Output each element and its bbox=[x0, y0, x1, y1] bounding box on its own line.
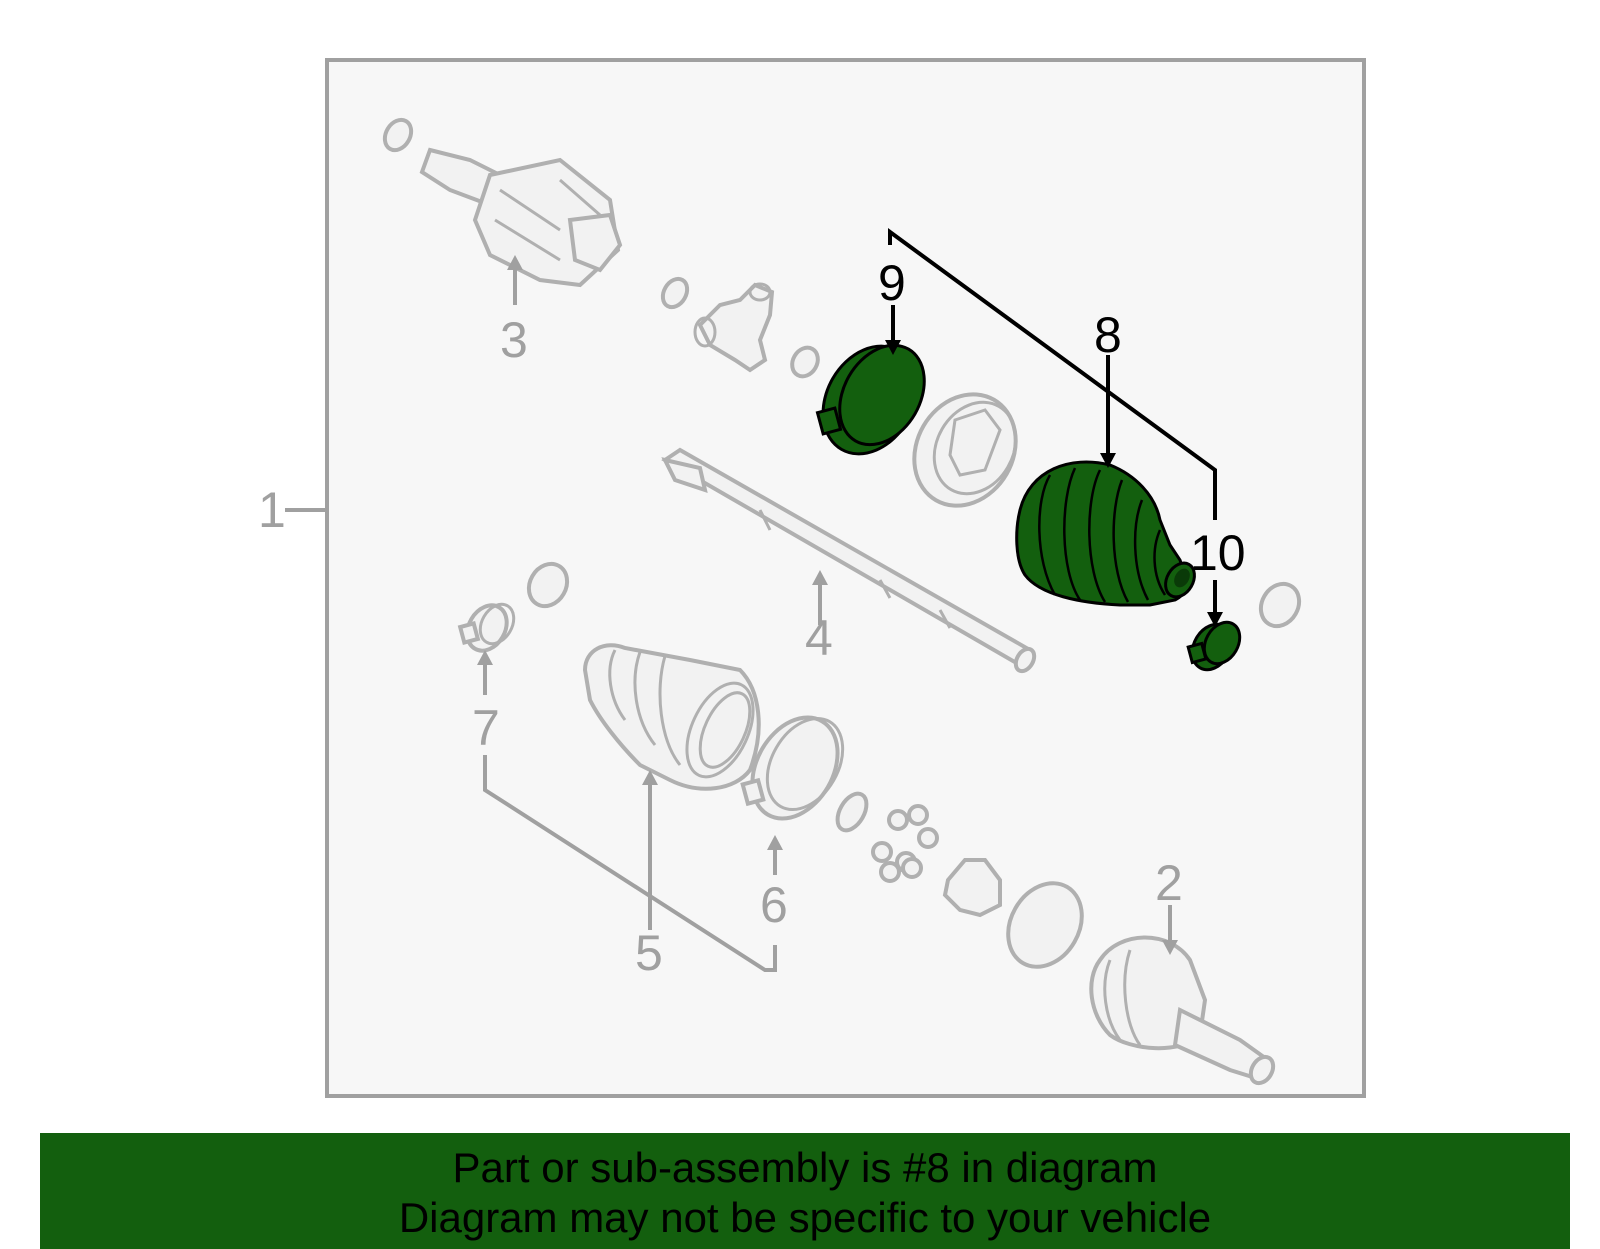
small-ring-b bbox=[790, 345, 820, 379]
callout-2-arrow bbox=[1162, 940, 1178, 955]
inner-joint-cup bbox=[912, 392, 1018, 508]
callout-6-arrow bbox=[767, 835, 783, 850]
part-4-axle-shaft bbox=[661, 447, 1037, 674]
part-6-clamp bbox=[740, 715, 845, 821]
ring-right bbox=[1258, 581, 1302, 629]
callout-5-arrow bbox=[642, 770, 658, 785]
bracket-7-5-6 bbox=[483, 755, 777, 972]
callout-10-label: 10 bbox=[1190, 525, 1246, 581]
callout-8-arrow bbox=[1100, 453, 1116, 468]
bracket-9-8-10 bbox=[888, 228, 1217, 520]
bearing-cage bbox=[1006, 881, 1084, 969]
part-7-ring bbox=[526, 561, 570, 609]
callout-9-arrow bbox=[885, 340, 901, 355]
banner-line-1: Part or sub-assembly is #8 in diagram bbox=[452, 1144, 1158, 1191]
ball-bearings bbox=[871, 804, 939, 883]
callout-6-label: 6 bbox=[760, 877, 788, 933]
callout-3-label: 3 bbox=[500, 312, 528, 368]
callout-2-label: 2 bbox=[1155, 855, 1183, 911]
callout-8-label: 8 bbox=[1094, 307, 1122, 363]
part-9-clamp[interactable] bbox=[804, 329, 941, 471]
callout-3-arrow bbox=[507, 255, 523, 270]
part-3-inner-joint bbox=[382, 117, 623, 288]
info-banner: Part or sub-assembly is #8 in diagram Di… bbox=[40, 1133, 1570, 1249]
callout-9-label: 9 bbox=[878, 255, 906, 311]
callout-7-label: 7 bbox=[472, 700, 500, 756]
part-7-clamp bbox=[457, 602, 516, 653]
part-8-boot[interactable] bbox=[1015, 460, 1201, 607]
part-2-outer-joint bbox=[1089, 935, 1276, 1086]
callout-4-label: 4 bbox=[805, 610, 833, 666]
part-10-small-clamp[interactable] bbox=[1184, 616, 1246, 677]
callout-4-arrow bbox=[812, 570, 828, 585]
small-ring-a bbox=[660, 276, 690, 310]
snap-ring bbox=[835, 791, 869, 833]
callout-5-label: 5 bbox=[635, 925, 663, 981]
part-5-outer-boot bbox=[582, 643, 761, 791]
callout-1-label: 1 bbox=[258, 482, 286, 538]
tripod-spider bbox=[693, 282, 775, 373]
banner-line-2: Diagram may not be specific to your vehi… bbox=[398, 1194, 1212, 1241]
inner-race bbox=[942, 858, 1002, 918]
callout-10-arrow bbox=[1207, 612, 1223, 627]
callout-7-arrow bbox=[477, 650, 493, 665]
